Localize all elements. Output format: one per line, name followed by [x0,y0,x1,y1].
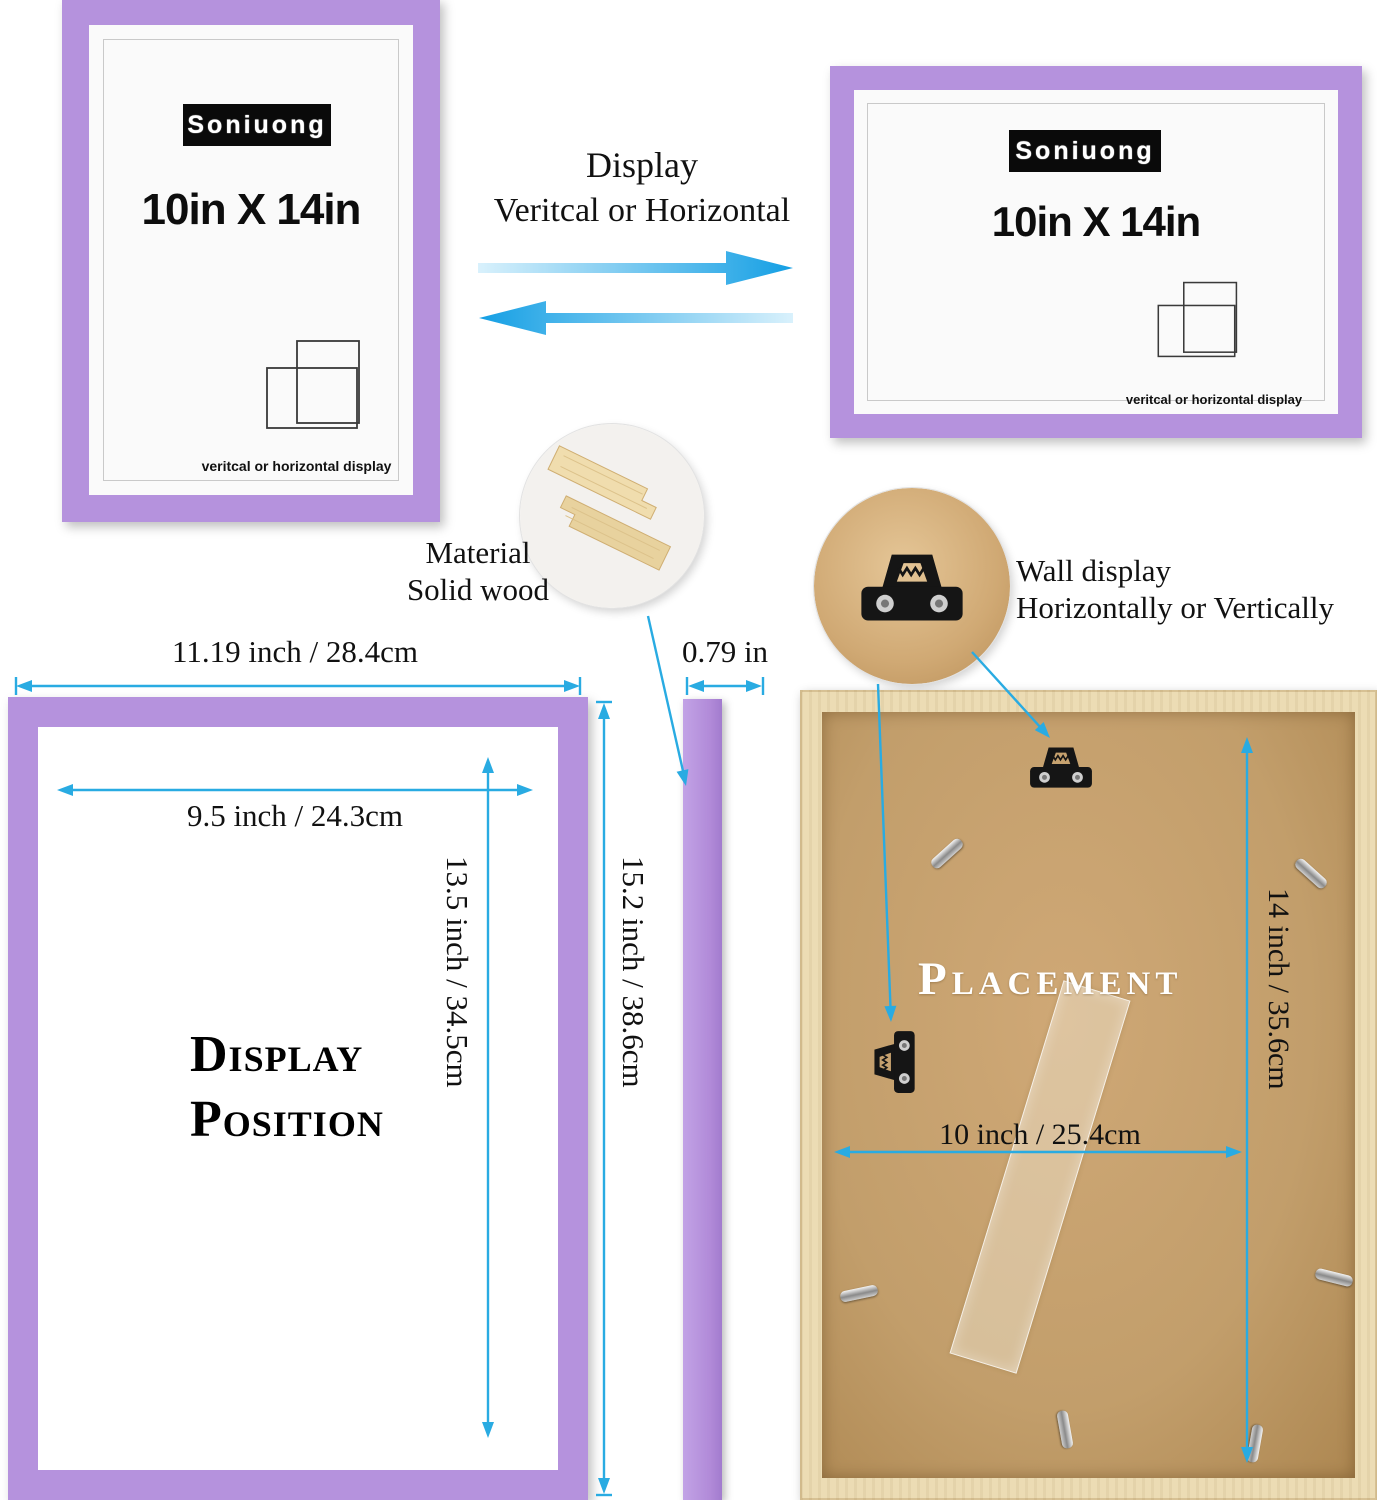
frame-size-label: 10in X 14in [141,185,362,234]
material-note-line2: Solid wood [406,572,550,608]
wall-note-line2: Horizontally or Vertically [1016,590,1334,626]
display-position-line1: Display [190,1026,364,1083]
material-note-line1: Material [425,535,531,570]
display-position-line2: Position [190,1091,384,1148]
frame-mat: Soniuong 10in X 14in veritcal or horizon… [89,25,413,495]
display-note-line2: Veritcal or Horizontal [493,191,791,229]
frame-mat: Soniuong 10in X 14in veritcal or horizon… [854,90,1338,414]
dim-inner-height: 13.5 inch / 34.5cm [440,856,475,1088]
front-frame-dimensioned: Display Position [8,697,588,1500]
frame-size-label: 10in X 14in [991,198,1201,245]
wood-joint-icon [520,424,704,608]
sawtooth-hanger-top-icon [1030,747,1092,788]
frame-caption: veritcal or horizontal display [201,458,392,474]
arrow-left-icon [479,301,793,335]
dim-outer-height: 15.2 inch / 38.6cm [616,856,651,1088]
mat-bevel [103,39,399,481]
frame-opening: Display Position [38,727,558,1470]
display-position-label: Display Position [190,1022,384,1152]
wall-note-line1: Wall display [1016,553,1172,588]
placement-label: Placement [918,953,1183,1005]
hanger-detail-photo [814,488,1010,684]
wall-display-note: Wall display Horizontally or Vertically [1016,552,1336,626]
display-orientation-note: Display Veritcal or Horizontal [452,142,832,233]
swap-orientation-arrows [478,251,793,335]
sawtooth-hanger-icon [861,554,963,621]
front-frame-horizontal: Soniuong 10in X 14in veritcal or horizon… [830,66,1362,438]
dim-outer-width: 11.19 inch / 28.4cm [172,634,418,669]
sawtooth-hanger-side [869,1029,917,1095]
frame-caption: veritcal or horizontal display [1125,392,1303,407]
orientation-diagram-icon [1157,281,1238,358]
material-note: Material Solid wood [398,534,558,608]
material-detail-photo [520,424,704,608]
dim-inner-width: 9.5 inch / 24.3cm [186,798,404,833]
arrow-right-icon [478,251,793,285]
brand-logo: Soniuong [183,104,331,146]
display-note-line1: Display [586,145,698,185]
dim-back-width: 10 inch / 25.4cm [939,1118,1141,1151]
mat-bevel [867,103,1325,401]
dim-back-height: 14 inch / 35.6cm [1262,888,1295,1090]
front-frame-vertical: Soniuong 10in X 14in veritcal or horizon… [62,0,440,522]
frame-back-photo: Placement [800,690,1377,1500]
frame-side-profile [683,699,722,1500]
sawtooth-hanger-side-icon [874,1031,915,1093]
back-board [822,712,1355,1478]
brand-logo: Soniuong [1009,130,1161,172]
dim-thickness: 0.79 in [681,634,769,669]
orientation-diagram-icon [266,340,360,429]
